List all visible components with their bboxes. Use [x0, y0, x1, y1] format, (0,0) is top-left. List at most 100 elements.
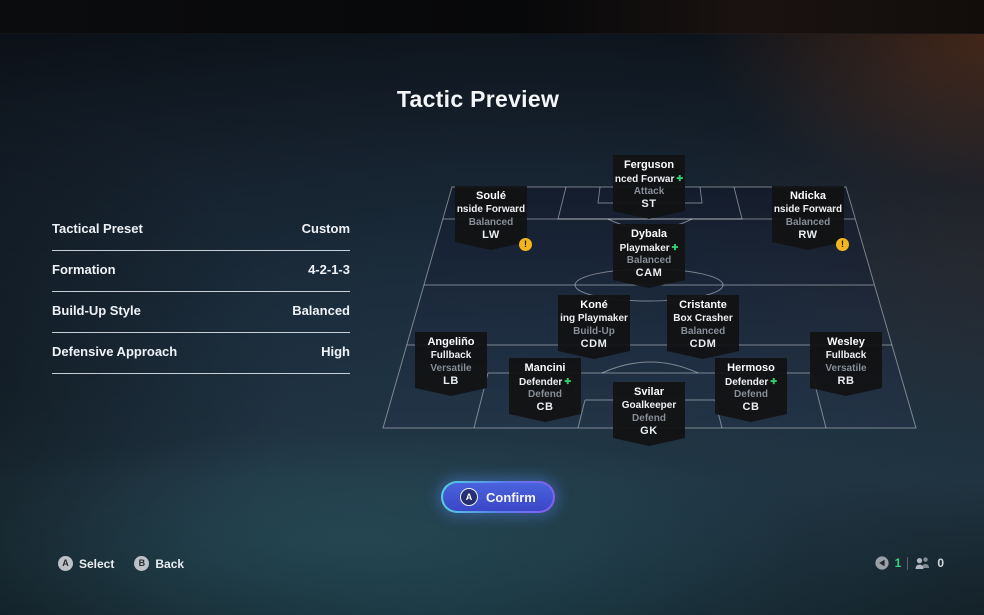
gamepad-a-icon: A: [58, 556, 73, 571]
player-role: Goalkeeper: [621, 400, 677, 411]
player-focus: Build-Up: [573, 326, 615, 337]
player-focus: Versatile: [430, 363, 472, 374]
player-position: RW: [798, 229, 818, 241]
setting-row: Tactical Preset Custom: [52, 210, 350, 251]
player-focus: Defend: [734, 389, 768, 400]
player-name: Ferguson: [623, 159, 675, 171]
player-name: Wesley: [827, 336, 865, 348]
setting-row: Build-Up Style Balanced: [52, 292, 350, 333]
player-position: CDM: [580, 338, 608, 350]
bottom-penalty-arc: [601, 361, 699, 374]
setting-value: 4-2-1-3: [308, 262, 350, 277]
player-name: Soulé: [476, 190, 506, 202]
player-name: Koné: [580, 299, 608, 311]
status-indicators: 1 0: [875, 554, 944, 572]
hint-back: B Back: [134, 556, 184, 571]
setting-row: Formation 4-2-1-3: [52, 251, 350, 292]
setting-value: Balanced: [292, 303, 350, 318]
player-position: GK: [640, 425, 658, 437]
player-name: Svilar: [634, 386, 664, 398]
player-name: Angeliño: [427, 336, 475, 348]
status-divider: [907, 556, 909, 570]
setting-label: Build-Up Style: [52, 303, 141, 318]
controller-hints: A Select B Back: [58, 556, 184, 571]
player-role: nced Forwar✚: [614, 174, 684, 185]
setting-value: High: [321, 344, 350, 359]
player-role: Defender✚: [518, 377, 572, 388]
gamepad-b-icon: B: [134, 556, 150, 571]
player-position: RB: [837, 375, 855, 387]
top-penalty-area: [557, 186, 743, 220]
hint-select: A Select: [58, 556, 114, 571]
player-focus: Defend: [528, 389, 562, 400]
player-focus: Balanced: [626, 255, 672, 266]
player-focus: Attack: [633, 186, 665, 197]
player-focus: Versatile: [825, 363, 867, 374]
setting-row: Defensive Approach High: [52, 333, 350, 374]
warning-icon: !: [519, 238, 532, 251]
hint-label: Back: [155, 556, 185, 571]
warning-icon: !: [836, 238, 849, 251]
player-role: Defender✚: [724, 377, 778, 388]
online-players-icon: [915, 557, 930, 569]
evolution-plus-icon: ✚: [564, 377, 572, 386]
evolution-plus-icon: ✚: [676, 174, 684, 183]
player-role: Fullback: [825, 350, 867, 361]
player-position: CB: [742, 401, 760, 413]
setting-value: Custom: [301, 221, 350, 236]
player-focus: Balanced: [680, 326, 726, 337]
player-name: Dybala: [630, 228, 668, 240]
player-name: Cristante: [679, 299, 727, 311]
player-role: nside Forward: [773, 204, 843, 215]
online-players-count: 0: [937, 556, 944, 570]
player-position: LW: [482, 229, 500, 241]
player-position: CAM: [635, 267, 663, 279]
voice-chat-icon: [875, 556, 889, 570]
setting-label: Formation: [52, 262, 116, 277]
gamepad-a-icon: A: [460, 488, 478, 506]
player-focus: Balanced: [468, 217, 514, 228]
player-focus: Balanced: [785, 217, 831, 228]
player-position: CDM: [689, 338, 717, 350]
player-role: Fullback: [430, 350, 472, 361]
player-position: CB: [536, 401, 554, 413]
hint-label: Select: [79, 556, 115, 571]
evolution-plus-icon: ✚: [671, 243, 679, 252]
confirm-button[interactable]: A Confirm: [441, 481, 555, 513]
player-role: Box Crasher: [673, 313, 733, 324]
player-role: nside Forward: [456, 204, 526, 215]
setting-label: Tactical Preset: [52, 221, 143, 236]
player-name: Mancini: [524, 362, 566, 374]
player-role: ing Playmaker: [560, 313, 628, 324]
setting-label: Defensive Approach: [52, 344, 178, 359]
player-name: Ndicka: [789, 190, 827, 202]
voice-chat-count: 1: [894, 556, 902, 570]
player-focus: Defend: [632, 413, 666, 424]
player-position: ST: [641, 198, 657, 210]
